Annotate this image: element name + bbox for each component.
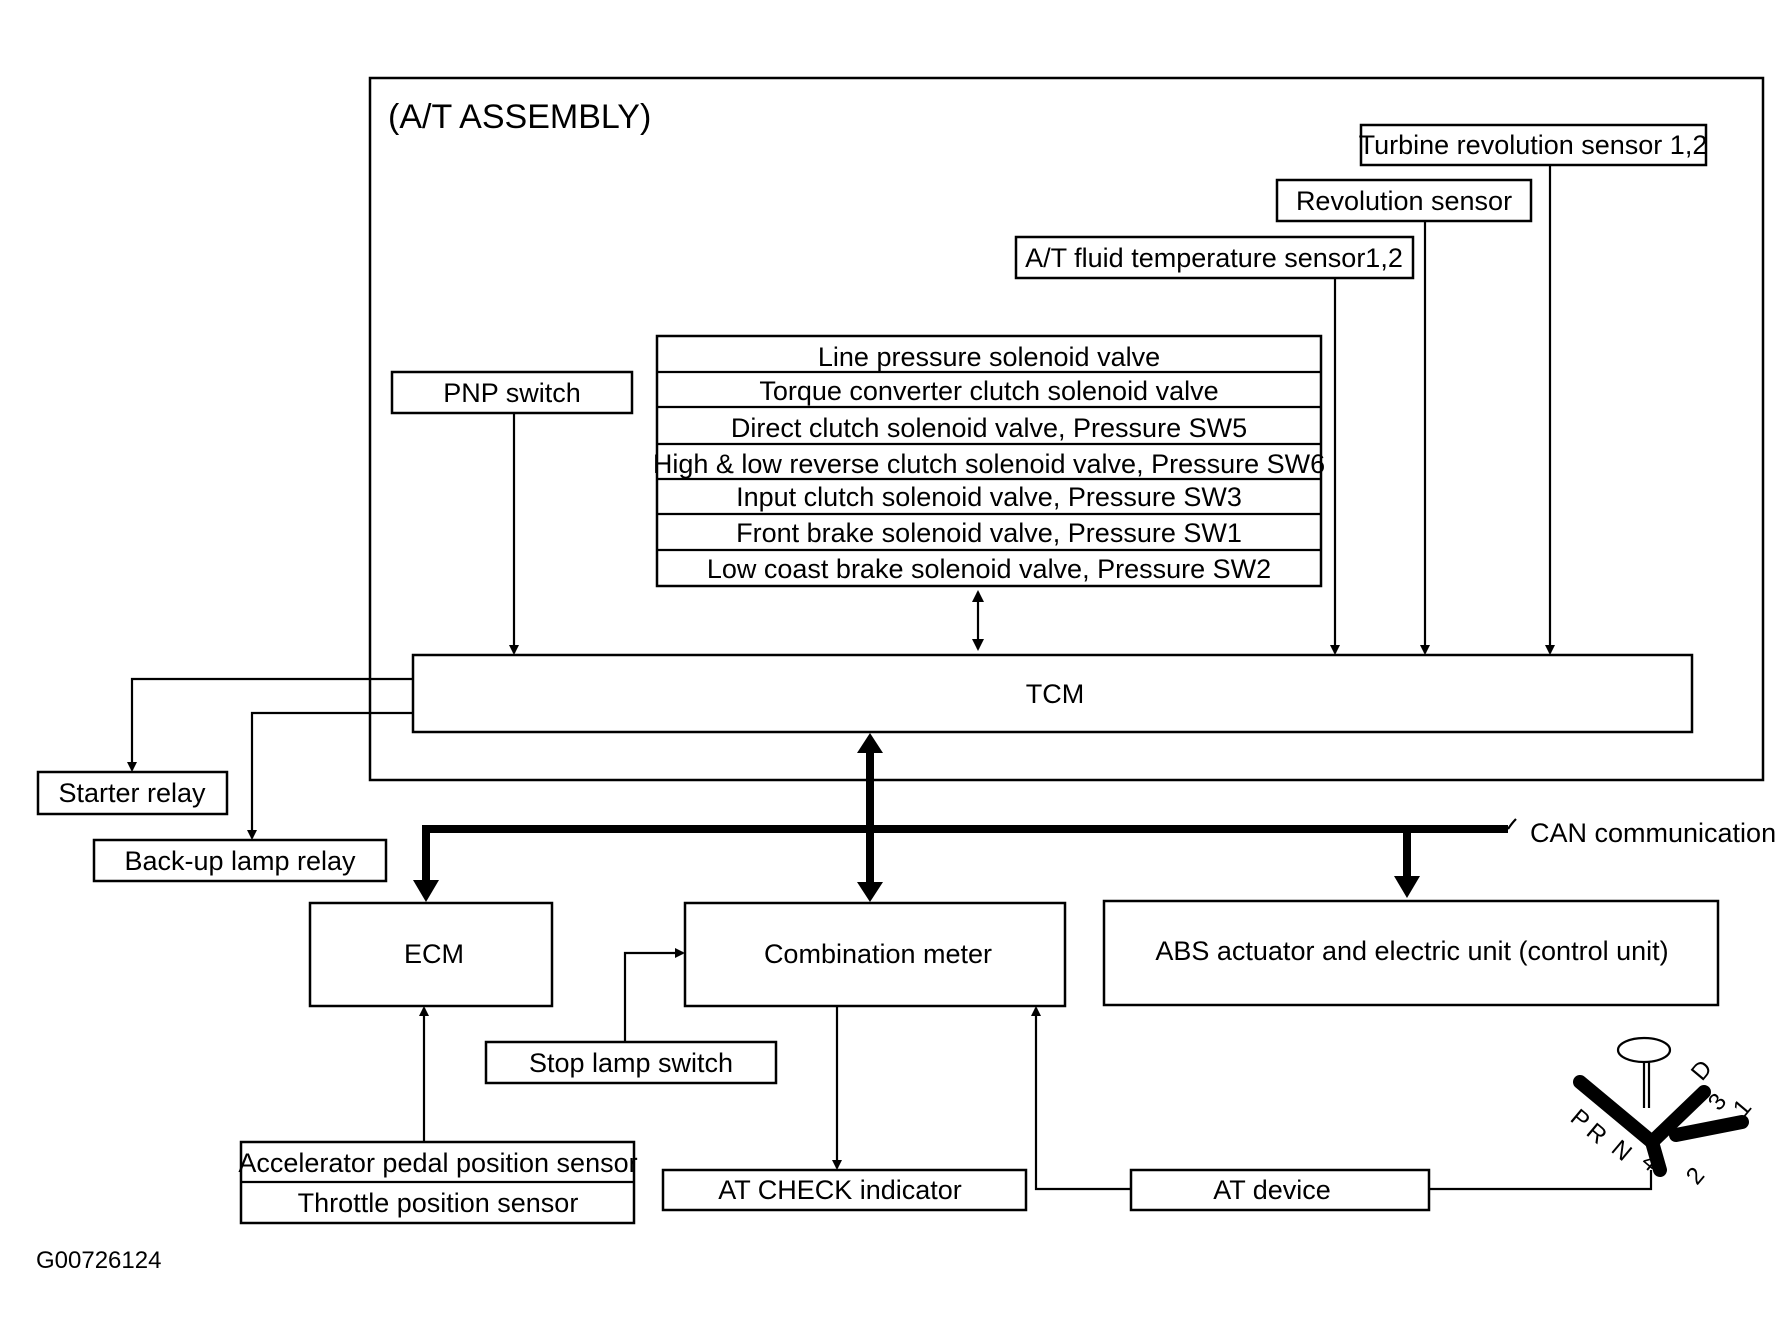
at-device-to-meter-arrow [1031,1006,1131,1191]
valve-row: High & low reverse clutch solenoid valve… [653,449,1325,479]
abs-unit-box: ABS actuator and electric unit (control … [1102,899,1720,1007]
abs-bus-arrowhead [1394,876,1420,898]
valve-row: Low coast brake solenoid valve, Pressure… [707,554,1271,584]
can-communication-label: CAN communication [1530,818,1776,848]
can-bus-end [1507,818,1517,830]
ecm-label: ECM [404,939,464,969]
meter-bus-arrowhead [857,882,883,902]
stop-lamp-switch-box: Stop lamp switch [484,1040,778,1085]
stop-lamp-to-meter-arrow [623,948,685,1042]
pnp-switch-label: PNP switch [443,378,581,408]
abs-unit-label: ABS actuator and electric unit (control … [1155,936,1668,966]
figure-id: G00726124 [36,1247,161,1274]
valve-row: Line pressure solenoid valve [818,342,1160,372]
valve-row: Direct clutch solenoid valve, Pressure S… [731,413,1247,443]
tcm-box: TCM [411,653,1694,734]
ecm-box: ECM [308,901,554,1008]
shift-3-label: 3 [1703,1088,1732,1116]
tcm-to-backup-arrow [247,711,413,840]
accel-sensor-label: Accelerator pedal position sensor [238,1148,637,1178]
fluid-temp-sensor-box: A/T fluid temperature sensor1,2 [1014,235,1415,280]
at-device-box: AT device [1129,1168,1431,1212]
throttle-sensor-label: Throttle position sensor [298,1188,579,1218]
revolution-sensor-label: Revolution sensor [1296,186,1512,216]
backup-lamp-relay-label: Back-up lamp relay [124,846,356,876]
valve-row: Input clutch solenoid valve, Pressure SW… [736,482,1242,512]
starter-relay-box: Starter relay [36,770,229,816]
shift-n-label: N [1606,1135,1637,1167]
shift-d-label: D [1686,1055,1718,1086]
shifter-to-at-device-line [1429,1170,1653,1191]
combination-meter-label: Combination meter [764,939,992,969]
starter-relay-label: Starter relay [58,778,206,808]
backup-lamp-relay-box: Back-up lamp relay [92,838,388,883]
tcm-bus-arrowhead [857,733,883,753]
turbine-sensor-label: Turbine revolution sensor 1,2 [1359,130,1708,160]
stop-lamp-switch-label: Stop lamp switch [529,1048,733,1078]
pnp-switch-box: PNP switch [390,370,634,415]
fluid-temp-sensor-label: A/T fluid temperature sensor1,2 [1025,243,1403,273]
shift-2-label: 2 [1681,1162,1710,1190]
tcm-to-starter-arrow [127,677,413,772]
turbine-sensor-box: Turbine revolution sensor 1,2 [1359,123,1708,167]
valve-stack: Line pressure solenoid valve Torque conv… [653,334,1325,588]
combination-meter-box: Combination meter [683,901,1067,1008]
accel-throttle-box: Accelerator pedal position sensor Thrott… [238,1140,638,1225]
tcm-label: TCM [1026,679,1084,709]
at-assembly-frame [368,76,1765,782]
valve-row: Torque converter clutch solenoid valve [759,376,1218,406]
valve-row: Front brake solenoid valve, Pressure SW1 [736,518,1242,548]
at-check-indicator-label: AT CHECK indicator [718,1175,962,1205]
revolution-sensor-box: Revolution sensor [1275,178,1533,223]
at-device-label: AT device [1213,1175,1331,1205]
assembly-title: (A/T ASSEMBLY) [388,98,651,136]
at-check-indicator-box: AT CHECK indicator [661,1168,1028,1212]
ecm-bus-arrowhead [413,880,439,902]
shift-gate-icon: P R N 4 D 3 1 2 [1565,1036,1757,1190]
